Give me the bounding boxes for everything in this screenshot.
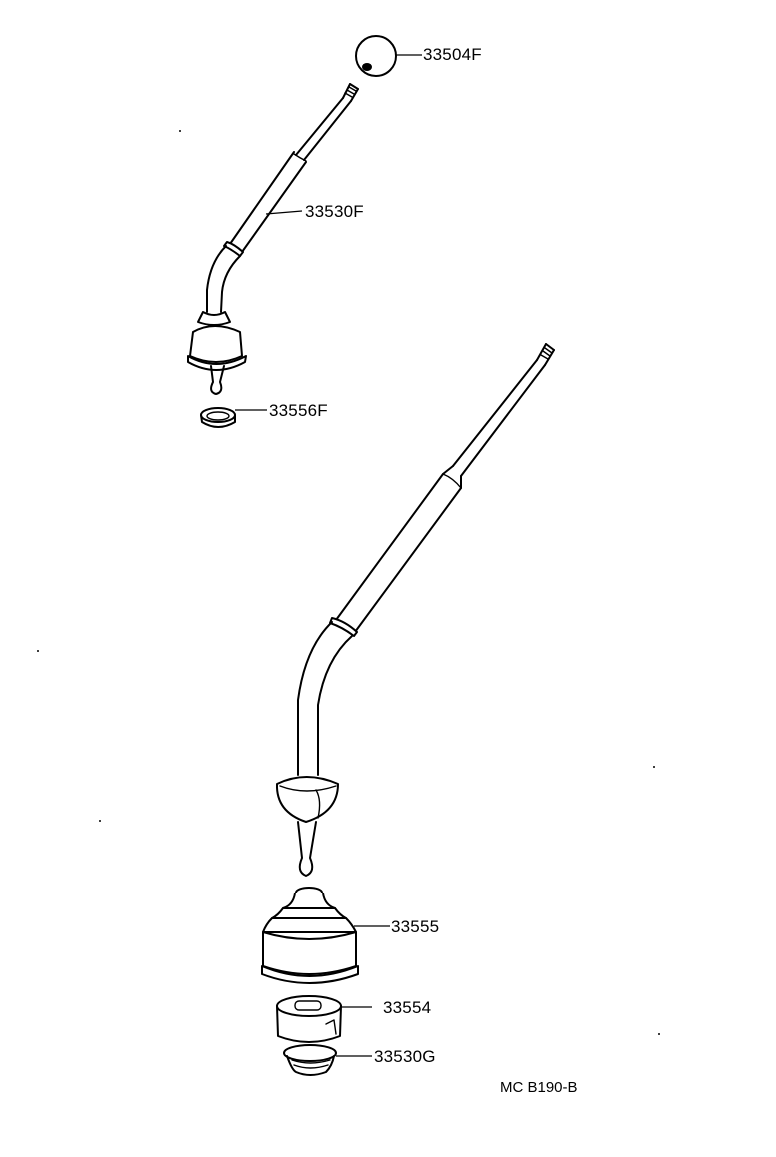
scan-specks	[37, 130, 660, 1035]
label-33554: 33554	[383, 998, 432, 1017]
upper-lever-icon	[187, 83, 359, 395]
upper-seat-icon	[200, 407, 267, 428]
retainer-icon	[276, 995, 372, 1043]
cap-icon	[283, 1044, 372, 1076]
knob-icon	[355, 35, 422, 77]
label-33530G: 33530G	[374, 1047, 436, 1066]
boot-icon	[261, 887, 390, 984]
lower-lever-icon	[275, 343, 555, 877]
leader-33530F	[265, 210, 303, 215]
diagram-code: MC B190-B	[500, 1079, 578, 1096]
label-33530F: 33530F	[305, 202, 364, 221]
label-33555: 33555	[391, 917, 440, 936]
label-33556F: 33556F	[269, 401, 328, 420]
label-33504F: 33504F	[423, 45, 482, 64]
